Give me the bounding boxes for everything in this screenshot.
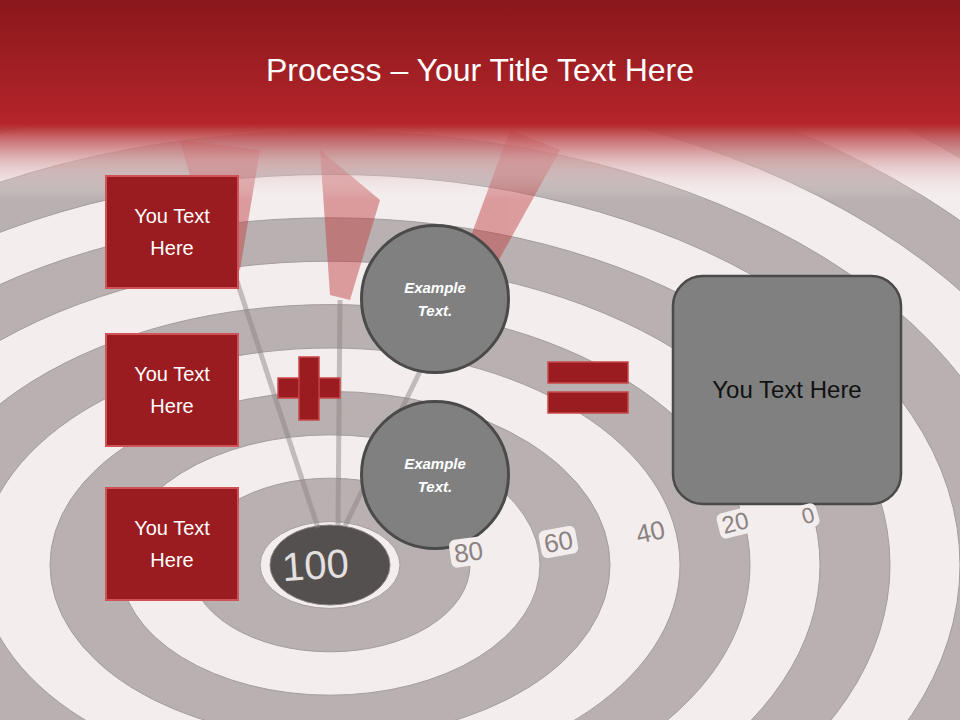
score-number: 0	[795, 502, 821, 531]
text-group: Example Text.	[390, 452, 480, 499]
process-box: You Text Here	[105, 175, 239, 289]
dart-shaft	[338, 300, 340, 526]
box-fill	[106, 334, 238, 446]
equals-bar	[548, 362, 628, 383]
node-text: You Text Here	[712, 374, 861, 405]
text-group: You Text Here	[712, 374, 861, 405]
plus-core	[300, 379, 318, 397]
process-box: You Text Here	[105, 487, 239, 601]
board-ring	[0, 131, 960, 720]
box-fill	[106, 176, 238, 288]
plus-bar	[299, 357, 319, 420]
node-outline	[105, 175, 239, 289]
node-outline	[360, 400, 510, 550]
board-ring	[0, 305, 750, 720]
box-fill	[673, 276, 901, 504]
dart-shaft	[230, 260, 318, 528]
text-group: You Text Here	[117, 200, 227, 264]
process-box: You Text Here	[105, 333, 239, 447]
slide-title: Process – Your Title Text Here	[0, 52, 960, 89]
example-circle: Example Text.	[360, 400, 510, 550]
node-text: Example Text.	[390, 452, 480, 499]
plus-bar	[278, 378, 340, 398]
bullseye	[270, 525, 390, 605]
node-text: You Text Here	[117, 358, 227, 422]
text-group: You Text Here	[117, 358, 227, 422]
text-group: You Text Here	[117, 512, 227, 576]
node-outline	[360, 224, 510, 374]
text-group: Example Text.	[390, 276, 480, 323]
node-text: Example Text.	[390, 276, 480, 323]
equals-symbol	[548, 362, 628, 413]
node-text: You Text Here	[117, 200, 227, 264]
circle-fill	[362, 402, 509, 549]
node-outline	[105, 333, 239, 447]
score-number: 20	[715, 506, 755, 540]
score-number: 40	[629, 514, 671, 549]
score-number: 80	[448, 536, 488, 569]
equals-bar	[548, 392, 628, 413]
example-circle: Example Text.	[360, 224, 510, 374]
result-box: You Text Here	[672, 275, 902, 505]
header-band	[0, 0, 960, 200]
board-ring	[0, 174, 960, 720]
plus-symbol	[278, 357, 340, 420]
score-number: 60	[538, 525, 579, 559]
score-number: 100	[277, 541, 354, 588]
board-ring	[260, 522, 400, 609]
circle-fill	[362, 226, 509, 373]
node-outline	[105, 487, 239, 601]
node-text: You Text Here	[117, 512, 227, 576]
box-fill	[106, 488, 238, 600]
